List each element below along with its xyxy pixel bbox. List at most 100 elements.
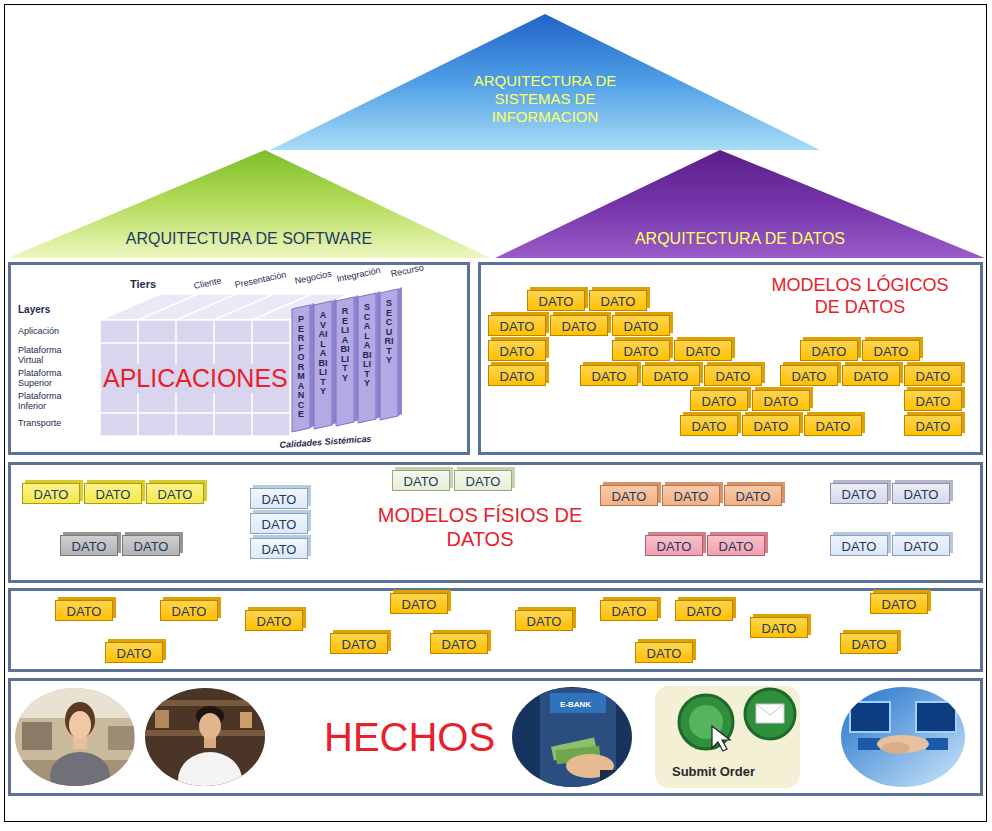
data-label: DATO [754, 417, 789, 436]
triangle-fill [270, 14, 820, 150]
data-label-holder: DATO [725, 486, 781, 505]
data-label: DATO [916, 417, 951, 436]
data-label-holder: DATO [106, 643, 162, 662]
data-label: DATO [816, 417, 851, 436]
data-label-holder: DATO [843, 366, 899, 385]
data-label-holder: DATO [528, 291, 584, 310]
data-label: DATO [539, 292, 574, 311]
data-block: DATO [527, 290, 585, 311]
data-label-holder: DATO [601, 486, 657, 505]
data-label: DATO [592, 367, 627, 386]
submit-order-picture [655, 686, 800, 788]
data-label: DATO [792, 367, 827, 386]
data-block: DATO [146, 483, 204, 504]
label-text: Tiers [130, 278, 156, 291]
data-label-holder: DATO [393, 471, 449, 490]
data-label: DATO [702, 392, 737, 411]
data-label: DATO [764, 392, 799, 411]
data-block: DATO [245, 610, 303, 631]
data-block: DATO [430, 633, 488, 654]
axis-label-holder: Integración [336, 265, 382, 285]
data-label-holder: DATO [636, 643, 692, 662]
triangle-title: ARQUITECTURA DE DATOS [495, 230, 985, 248]
data-label-holder: DATO [681, 416, 737, 435]
layer-label: Plataforma Superior [18, 368, 76, 388]
outer-frame [5, 5, 987, 822]
data-label: DATO [466, 472, 501, 491]
label-text: E-BANK [560, 700, 591, 710]
data-label-holder: DATO [489, 316, 545, 335]
data-block: DATO [250, 513, 308, 534]
data-block: DATO [600, 600, 658, 621]
data-label: DATO [262, 540, 297, 559]
data-label-holder: DATO [646, 536, 702, 555]
layer-label-holder: Plataforma Inferior [18, 391, 76, 411]
data-block: DATO [675, 600, 733, 621]
data-label: DATO [624, 342, 659, 361]
office-photo [15, 688, 135, 800]
data-label-holder: DATO [516, 611, 572, 630]
data-label: DATO [874, 342, 909, 361]
triangle-fill [495, 150, 985, 258]
panel-box: MODELOS FÍSIOS DE DATOS DATO DATO DATO DATO D… [8, 462, 983, 583]
quality-label: AVAILABILITY [319, 311, 328, 397]
data-label-holder: DATO [753, 391, 809, 410]
data-block: DATO [800, 340, 858, 361]
axis-label: Integración [336, 265, 382, 285]
data-label: DATO [916, 367, 951, 386]
quality-label-holder: PERFORMANCE [297, 315, 306, 420]
data-block: DATO [250, 488, 308, 509]
data-label: DATO [736, 487, 771, 506]
data-label: DATO [716, 367, 751, 386]
label-text-holder: Aplicación [18, 326, 59, 337]
quality-label-holder: RELIABILITY [341, 307, 350, 383]
data-label: DATO [527, 612, 562, 631]
data-label: DATO [34, 485, 69, 504]
data-block: DATO [662, 485, 720, 506]
data-label-holder: DATO [251, 539, 307, 558]
data-block: DATO [724, 485, 782, 506]
data-label-holder: DATO [905, 391, 961, 410]
data-label-holder: DATO [831, 484, 887, 503]
data-label: DATO [262, 490, 297, 509]
data-label: DATO [257, 612, 292, 631]
data-label-holder: DATO [613, 341, 669, 360]
data-block: DATO [904, 415, 962, 436]
data-label: DATO [654, 367, 689, 386]
axis-label: Cliente [193, 275, 223, 292]
data-label-holder: DATO [85, 484, 141, 503]
panel-title-holder: HECHOS [324, 714, 495, 760]
data-label-holder: DATO [246, 611, 302, 630]
data-label-holder: DATO [23, 484, 79, 503]
data-block: DATO [250, 538, 308, 559]
data-label: DATO [624, 317, 659, 336]
data-block: DATO [160, 600, 218, 621]
axis-label-holder: Calidades Sistémicas [279, 434, 372, 451]
data-block: DATO [390, 593, 448, 614]
data-block: DATO [550, 315, 608, 336]
panel-title-holder: APLICACIONES [102, 364, 289, 393]
data-label: DATO [134, 537, 169, 556]
panel-frame [10, 590, 982, 671]
data-label-holder: DATO [613, 316, 669, 335]
data-block: DATO [830, 483, 888, 504]
axis-label-holder: Presentación [234, 269, 288, 291]
data-block: DATO [612, 340, 670, 361]
quality-label: RELIABILITY [341, 307, 350, 383]
data-label-holder: DATO [123, 536, 179, 555]
label-text-holder: Transporte [18, 418, 61, 429]
data-label-holder: DATO [251, 489, 307, 508]
data-label: DATO [657, 537, 692, 556]
data-label: DATO [719, 537, 754, 556]
data-label-holder: DATO [391, 594, 447, 613]
data-label-holder: DATO [801, 341, 857, 360]
panel-title-holder: MODELOS LÓGICOS DE DATOS [765, 274, 955, 318]
data-block: DATO [635, 642, 693, 663]
panel-title: MODELOS FÍSIOS DE DATOS [370, 503, 590, 551]
label-text: Aplicación [18, 326, 59, 337]
data-block: DATO [612, 315, 670, 336]
data-label-holder: DATO [663, 486, 719, 505]
panel-title-holder: MODELOS FÍSIOS DE DATOS [370, 503, 590, 551]
label-text: Layers [18, 304, 50, 316]
